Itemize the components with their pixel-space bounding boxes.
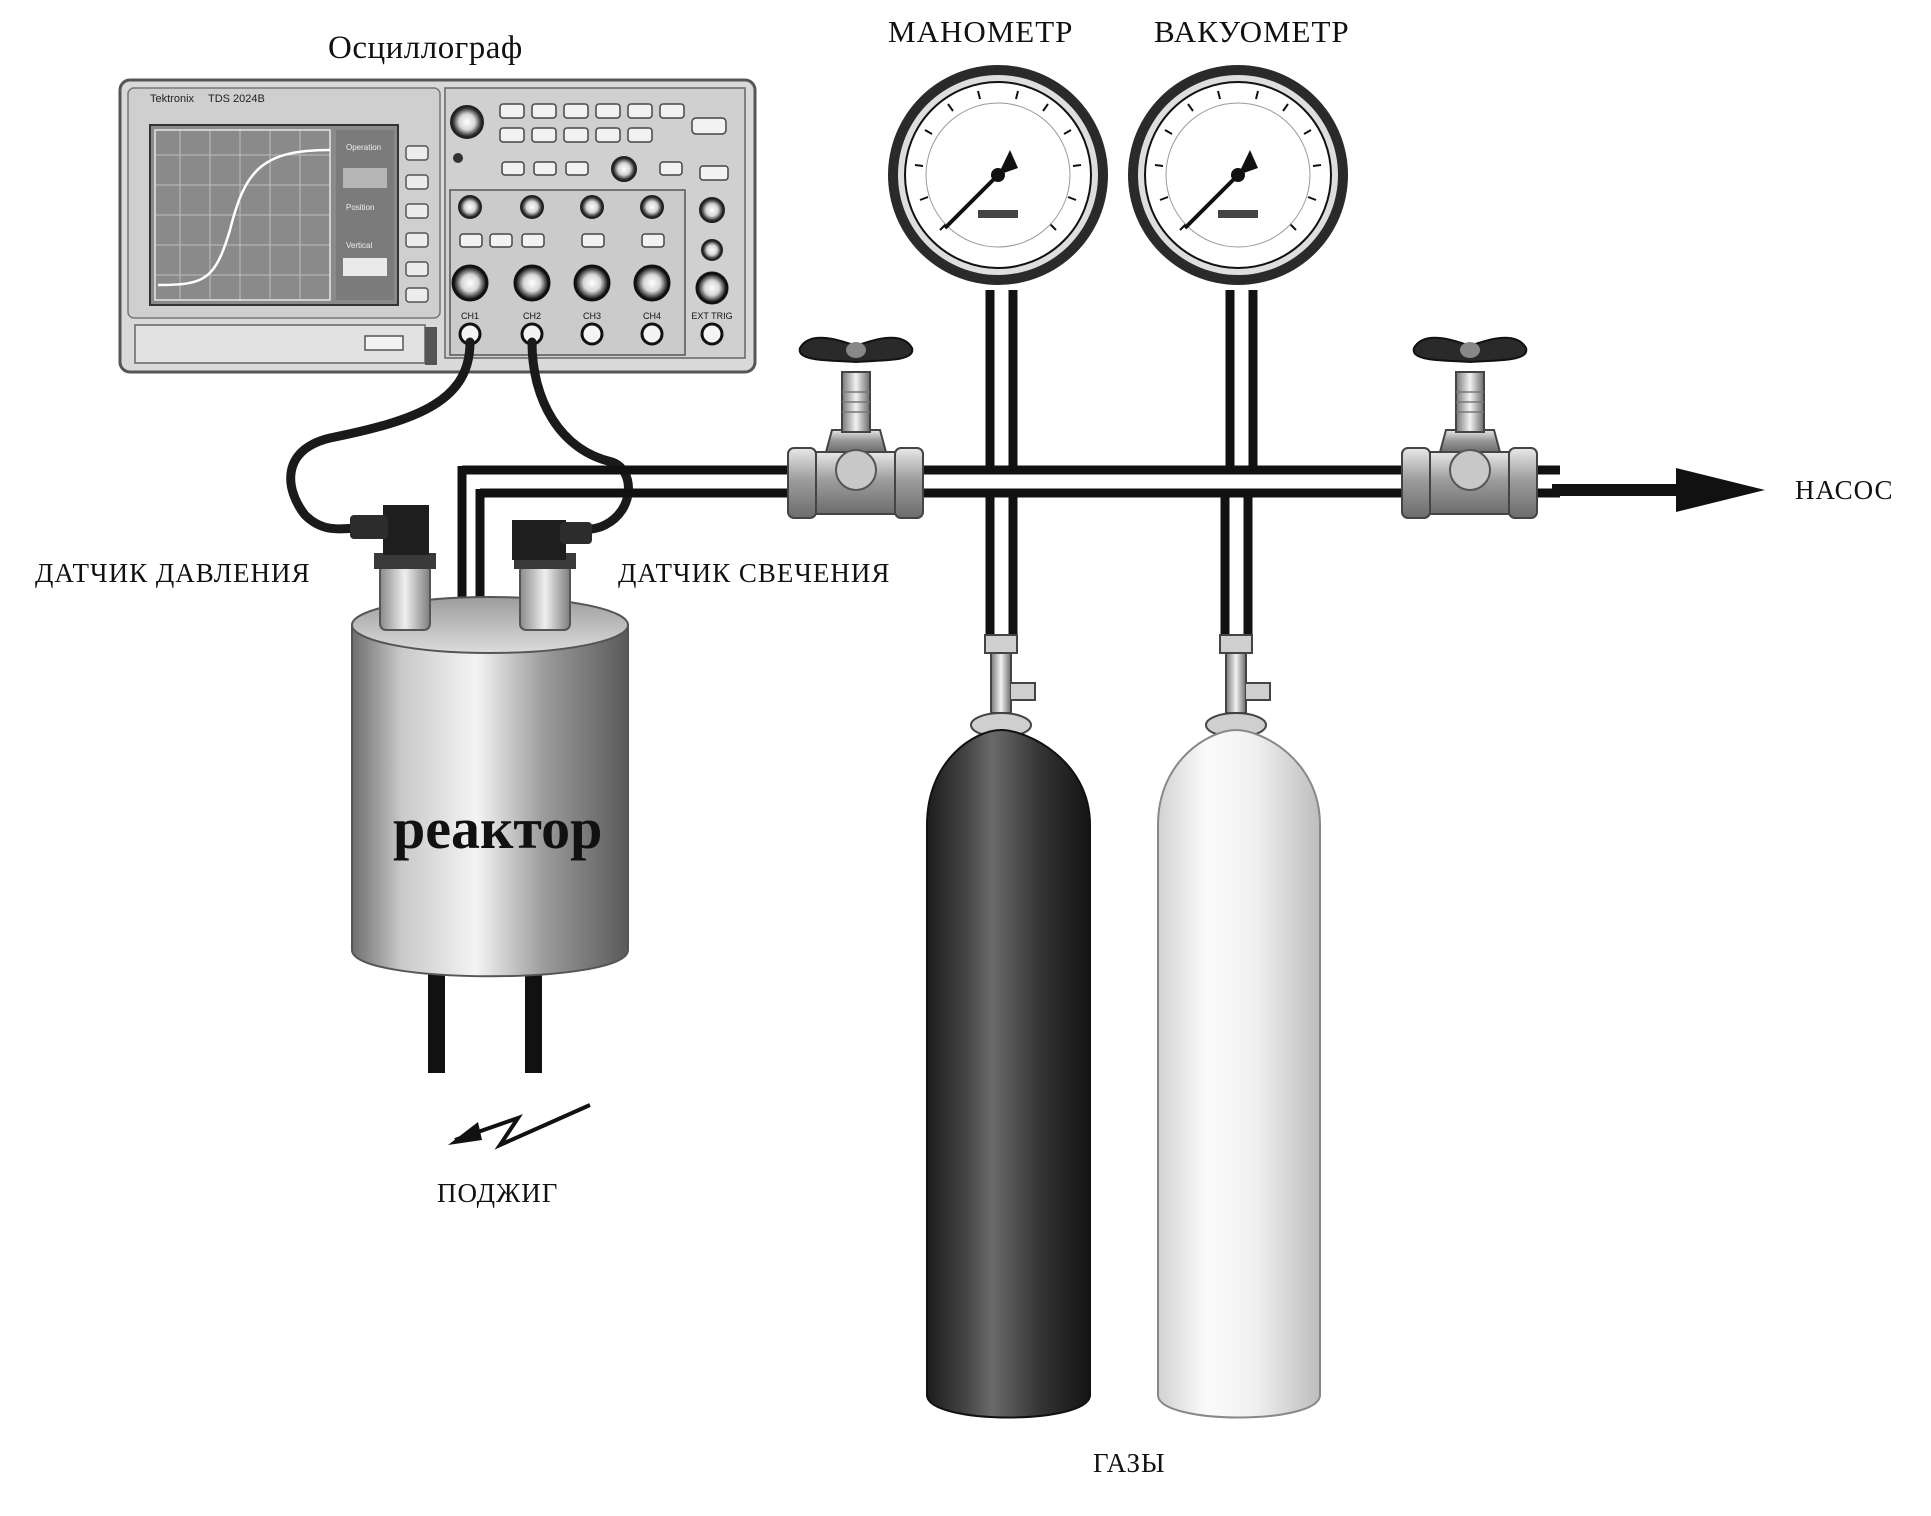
screen-menu-vertical: Vertical bbox=[346, 241, 372, 250]
ignition-spark-icon bbox=[448, 1103, 591, 1150]
oscilloscope-model: TDS 2024B bbox=[208, 93, 265, 105]
ext-trig-connector bbox=[700, 322, 724, 346]
reactor-label: реактор bbox=[393, 796, 603, 861]
channel-label-ch2: CH2 bbox=[523, 311, 541, 321]
pressure-sensor-label: ДАТЧИК ДАВЛЕНИЯ bbox=[35, 558, 311, 588]
ch4-connector bbox=[640, 322, 664, 346]
oscilloscope-screen: Operation Position Vertical bbox=[149, 124, 399, 306]
gases-label: ГАЗЫ bbox=[1093, 1448, 1166, 1478]
glow-sensor-label: ДАТЧИК СВЕЧЕНИЯ bbox=[618, 558, 891, 588]
screen-menu-position: Position bbox=[346, 203, 374, 212]
channel-label-ch4: CH4 bbox=[643, 311, 661, 321]
pump-label: НАСОС bbox=[1795, 475, 1894, 505]
gas-cylinder-dark bbox=[926, 634, 1091, 1419]
oscilloscope-brand: Tektronix bbox=[150, 93, 195, 105]
vacuummeter-label: ВАКУОМЕТР bbox=[1154, 14, 1350, 49]
vacuummeter-gauge bbox=[1128, 65, 1348, 285]
channel-label-ch3: CH3 bbox=[583, 311, 601, 321]
waveform-trace bbox=[157, 148, 331, 287]
manometer-label: МАНОМЕТР bbox=[888, 14, 1074, 49]
valve-left bbox=[787, 336, 924, 519]
ch3-connector bbox=[580, 322, 604, 346]
reactor bbox=[350, 505, 629, 1073]
pressure-sensor bbox=[350, 505, 436, 631]
screen-menu-operation: Operation bbox=[346, 143, 381, 152]
oscilloscope-label: Осциллограф bbox=[328, 30, 523, 66]
valve-right bbox=[1401, 336, 1538, 519]
ignition-label: ПОДЖИГ bbox=[437, 1178, 559, 1208]
channel-label-ext-trig: EXT TRIG bbox=[691, 311, 732, 321]
oscilloscope: Tektronix TDS 2024B Operation Position V… bbox=[118, 78, 757, 374]
manometer-gauge bbox=[888, 65, 1108, 285]
pump-arrow bbox=[1552, 468, 1765, 512]
gas-cylinder-light bbox=[1157, 634, 1321, 1419]
channel-label-ch1: CH1 bbox=[461, 311, 479, 321]
glow-sensor bbox=[512, 520, 592, 631]
